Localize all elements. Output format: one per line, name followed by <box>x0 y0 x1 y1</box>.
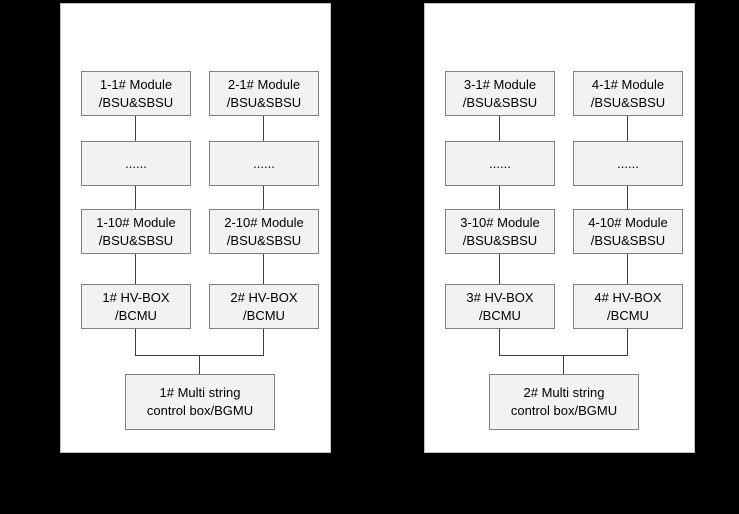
node-ellipsis-col4: ...... <box>573 141 683 186</box>
node-label: 4-1# Module <box>591 76 665 92</box>
node-label: /BCMU <box>607 307 649 323</box>
node-module-4-10: 4-10# Module /BSU&SBSU <box>573 209 683 254</box>
node-label: 3# HV-BOX <box>466 289 534 305</box>
connector-line <box>499 254 500 284</box>
node-hvbox-1: 1# HV-BOX /BCMU <box>81 284 191 329</box>
node-label: /BSU&SBSU <box>462 232 538 248</box>
connector-line <box>627 329 628 355</box>
node-label: control box/BGMU <box>146 403 254 418</box>
node-label: /BSU&SBSU <box>226 232 302 248</box>
node-label: 2# Multi string <box>523 385 605 400</box>
diagram-panel-string-1: 1-1# Module /BSU&SBSU ...... 1-10# Modul… <box>60 3 331 453</box>
node-multistring-control-box-1: 1# Multi string control box/BGMU <box>125 374 275 430</box>
node-label: 3-10# Module <box>460 214 540 230</box>
node-label: 1-1# Module <box>99 76 173 92</box>
node-label: 4-10# Module <box>588 214 668 230</box>
node-module-2-1: 2-1# Module /BSU&SBSU <box>209 71 319 116</box>
connector-line <box>263 116 264 141</box>
node-ellipsis-col1: ...... <box>81 141 191 186</box>
node-hvbox-3: 3# HV-BOX /BCMU <box>445 284 555 329</box>
node-label: 1# Multi string <box>159 385 241 400</box>
connector-line <box>135 254 136 284</box>
node-label: 3-1# Module <box>463 76 537 92</box>
node-module-1-1: 1-1# Module /BSU&SBSU <box>81 71 191 116</box>
node-label: ...... <box>125 155 147 171</box>
node-label: 2-1# Module <box>227 76 301 92</box>
node-label: 1-10# Module <box>96 214 176 230</box>
connector-line <box>627 254 628 284</box>
node-label: /BSU&SBSU <box>462 94 538 110</box>
connector-line <box>135 186 136 209</box>
node-label: 2# HV-BOX <box>230 289 298 305</box>
node-label: /BSU&SBSU <box>590 94 666 110</box>
diagram-panel-string-2: 3-1# Module /BSU&SBSU ...... 3-10# Modul… <box>424 3 695 453</box>
node-multistring-control-box-2: 2# Multi string control box/BGMU <box>489 374 639 430</box>
node-module-1-10: 1-10# Module /BSU&SBSU <box>81 209 191 254</box>
connector-line <box>563 355 564 374</box>
node-module-4-1: 4-1# Module /BSU&SBSU <box>573 71 683 116</box>
node-label: /BSU&SBSU <box>98 232 174 248</box>
node-label: control box/BGMU <box>510 403 618 418</box>
node-label: 2-10# Module <box>224 214 304 230</box>
node-label: /BCMU <box>115 307 157 323</box>
node-label: 1# HV-BOX <box>102 289 170 305</box>
node-label: /BCMU <box>479 307 521 323</box>
node-label: /BSU&SBSU <box>590 232 666 248</box>
node-module-2-10: 2-10# Module /BSU&SBSU <box>209 209 319 254</box>
connector-line <box>499 186 500 209</box>
node-label: /BSU&SBSU <box>98 94 174 110</box>
node-label: ...... <box>617 155 639 171</box>
connector-line <box>263 329 264 355</box>
connector-line <box>263 186 264 209</box>
connector-line <box>263 254 264 284</box>
node-label: /BCMU <box>243 307 285 323</box>
node-module-3-1: 3-1# Module /BSU&SBSU <box>445 71 555 116</box>
connector-line <box>499 116 500 141</box>
node-hvbox-4: 4# HV-BOX /BCMU <box>573 284 683 329</box>
node-label: ...... <box>489 155 511 171</box>
node-module-3-10: 3-10# Module /BSU&SBSU <box>445 209 555 254</box>
connector-line <box>135 116 136 141</box>
node-label: 4# HV-BOX <box>594 289 662 305</box>
connector-line <box>627 186 628 209</box>
node-ellipsis-col2: ...... <box>209 141 319 186</box>
connector-line <box>627 116 628 141</box>
connector-line <box>135 329 136 355</box>
node-ellipsis-col3: ...... <box>445 141 555 186</box>
node-label: ...... <box>253 155 275 171</box>
node-hvbox-2: 2# HV-BOX /BCMU <box>209 284 319 329</box>
connector-line <box>199 355 200 374</box>
node-label: /BSU&SBSU <box>226 94 302 110</box>
connector-line <box>499 329 500 355</box>
